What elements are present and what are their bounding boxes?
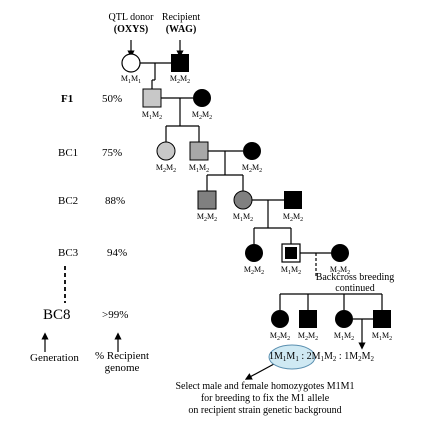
bc8-het-female-symbol	[335, 310, 353, 328]
recipient-strain: (WAG)	[165, 24, 197, 35]
donor-genotype: M1M1	[120, 74, 142, 85]
bc1-mate-genotype: M2M2	[241, 163, 263, 174]
bc8-het-female-genotype: M1M2	[333, 331, 355, 342]
bc1-mate-symbol	[243, 142, 261, 160]
recipient-male-symbol	[171, 54, 189, 72]
bc8-male-symbol	[299, 310, 317, 328]
pct-bc3: 94%	[107, 247, 128, 259]
pct-f1: 50%	[102, 93, 123, 105]
caption-line-3: on recipient strain genetic background	[188, 405, 342, 416]
generation-bc8: BC8	[43, 307, 71, 323]
bc1-female-symbol	[156, 141, 176, 161]
bc8-female-genotype: M2M2	[269, 331, 291, 342]
caption-line-2: for breeding to fix the M1 allele	[200, 393, 330, 404]
ratio-homozygote-m2: 1M2M2	[344, 351, 374, 363]
bc2-mate-symbol	[284, 191, 302, 209]
recipient-genome-label: % Recipient genome	[94, 350, 150, 374]
bc3-female-symbol	[245, 244, 263, 262]
f1-female-genotype: M2M2	[191, 110, 213, 121]
bc1-male-symbol	[189, 141, 209, 161]
donor-female-symbol	[121, 53, 141, 73]
ratio-homozygote-m1: 1M1M1	[269, 351, 299, 363]
bc8-het-male-genotype: M1M2	[371, 331, 393, 342]
f1-male-symbol	[142, 88, 162, 108]
bc3-mate-genotype: M2M2	[329, 265, 351, 276]
bc8-female-symbol	[271, 310, 289, 328]
bc2-female-symbol	[233, 190, 253, 210]
bc2-male-genotype: M2M2	[196, 212, 218, 223]
generation-bc3: BC3	[58, 247, 79, 259]
bc8-male-genotype: M2M2	[297, 331, 319, 342]
bc1-female-genotype: M2M2	[155, 163, 177, 174]
homozygote-highlight	[268, 344, 316, 370]
f1-female-symbol	[193, 89, 211, 107]
recipient-genotype: M2M2	[169, 74, 191, 85]
segregation-ratio: 1M1M1 : 2M1M2 : 1M2M2	[269, 351, 374, 363]
pct-bc1: 75%	[102, 147, 123, 159]
pct-bc8: >99%	[102, 309, 129, 321]
generation-label: Generation	[30, 352, 79, 364]
bc8-het-male-symbol	[373, 310, 391, 328]
backcross-continued-label: Backcross breeding continued	[315, 272, 395, 294]
bc2-mate-genotype: M2M2	[282, 212, 304, 223]
pct-bc2: 88%	[105, 195, 126, 207]
caption-line-1: Select male and female homozygotes M1M1	[175, 381, 355, 392]
bc1-male-genotype: M1M2	[188, 163, 210, 174]
donor-strain: (OXYS)	[113, 24, 149, 35]
generation-bc1: BC1	[58, 147, 79, 159]
recipient-title: Recipient	[161, 12, 201, 23]
bc3-male-genotype: M1M2	[280, 265, 302, 276]
bc2-female-genotype: M1M2	[232, 212, 254, 223]
f1-male-genotype: M1M2	[141, 110, 163, 121]
ratio-heterozygote: 2M1M2	[306, 351, 337, 363]
bc3-mate-symbol	[331, 244, 349, 262]
generation-f1: F1	[61, 93, 74, 105]
bc3-male-symbol	[285, 247, 297, 259]
bc3-female-genotype: M2M2	[243, 265, 265, 276]
bc2-male-symbol	[197, 190, 217, 210]
donor-title: QTL donor	[108, 12, 154, 23]
generation-bc2: BC2	[58, 195, 79, 207]
